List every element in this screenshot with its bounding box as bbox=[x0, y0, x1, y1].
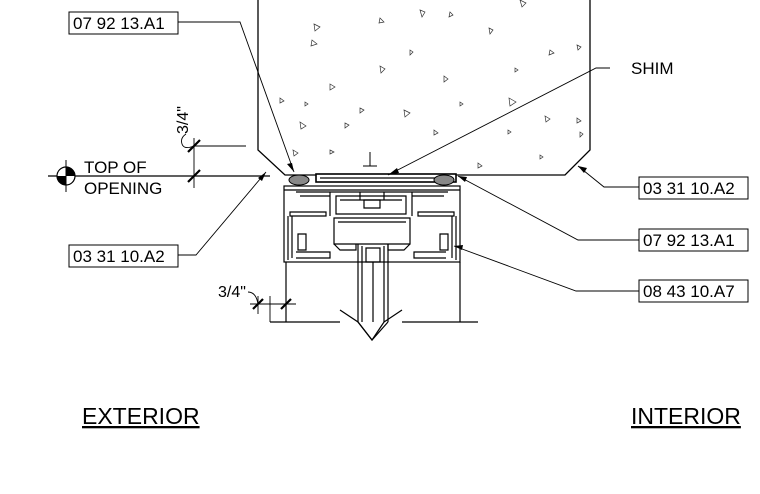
concrete-aggregate bbox=[279, 0, 584, 169]
glazing-mullion bbox=[270, 244, 478, 342]
tag-concrete-right: 03 31 10.A2 bbox=[638, 176, 749, 200]
dimension-upper-label: 3/4" bbox=[175, 106, 192, 134]
top-of-opening-line1: TOP OF bbox=[84, 158, 147, 177]
dimension-lower-label: 3/4" bbox=[218, 284, 246, 301]
sealant-bead-exterior bbox=[288, 174, 310, 186]
top-of-opening-marker: TOP OF OPENING bbox=[48, 158, 270, 198]
leader-arrowheads bbox=[258, 163, 587, 250]
dimension-upper: 3/4" bbox=[175, 106, 246, 188]
tag-frame-label: 08 43 10.A7 bbox=[643, 282, 735, 301]
tag-sealant-right-label: 07 92 13.A1 bbox=[643, 231, 735, 250]
interior-label: INTERIOR bbox=[631, 403, 741, 429]
tag-sealant-top: 07 92 13.A1 bbox=[68, 11, 179, 35]
concrete-header bbox=[257, 0, 591, 176]
tag-concrete-right-label: 03 31 10.A2 bbox=[643, 179, 735, 198]
tag-concrete-left: 03 31 10.A2 bbox=[68, 244, 179, 268]
leader-lines bbox=[178, 21, 642, 292]
shim-and-sealant bbox=[288, 152, 457, 186]
tag-sealant-right: 07 92 13.A1 bbox=[638, 228, 749, 252]
tag-frame: 08 43 10.A7 bbox=[638, 279, 749, 303]
shim-note: SHIM bbox=[631, 59, 674, 78]
storefront-frame-head bbox=[283, 185, 461, 263]
top-of-opening-line2: OPENING bbox=[84, 179, 162, 198]
tag-sealant-top-label: 07 92 13.A1 bbox=[73, 14, 165, 33]
tag-concrete-left-label: 03 31 10.A2 bbox=[73, 247, 165, 266]
dimension-lower: 3/4" bbox=[218, 284, 296, 322]
exterior-label: EXTERIOR bbox=[82, 403, 200, 429]
sealant-bead-interior bbox=[433, 174, 455, 186]
